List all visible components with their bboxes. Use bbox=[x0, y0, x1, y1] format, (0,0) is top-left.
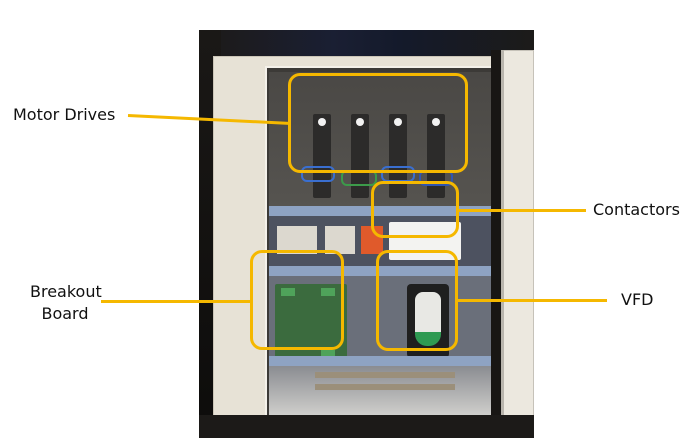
vfd-green-stripe bbox=[415, 332, 441, 346]
pcb-terminal bbox=[281, 288, 295, 296]
vfd-unit bbox=[407, 284, 449, 358]
vfd-callout-line bbox=[457, 299, 607, 302]
cabinet-photo bbox=[199, 30, 534, 438]
terminal-row bbox=[315, 372, 455, 378]
breakout-board-callout-line bbox=[101, 300, 251, 303]
breakout-board-highlight bbox=[250, 250, 344, 350]
line-filter bbox=[325, 226, 355, 254]
breakout-board-label: Breakout Board bbox=[30, 281, 102, 325]
motor-drive-4 bbox=[427, 114, 445, 198]
photo-floor bbox=[199, 415, 534, 438]
din-rail-2 bbox=[269, 266, 491, 276]
contactors-callout-line bbox=[458, 209, 586, 212]
vfd-highlight bbox=[376, 250, 458, 351]
cabinet-frame bbox=[213, 56, 503, 436]
pcb-terminal bbox=[321, 288, 335, 296]
din-rail-3 bbox=[269, 356, 491, 366]
motor-drive-2 bbox=[351, 114, 369, 198]
breakout-board-label-line1: Breakout bbox=[30, 282, 102, 301]
din-rail-1 bbox=[269, 206, 491, 216]
motor-drives-label: Motor Drives bbox=[13, 105, 116, 124]
contactors-highlight bbox=[371, 181, 459, 238]
contactors-label: Contactors bbox=[593, 200, 680, 219]
pcb-terminal bbox=[321, 350, 335, 358]
vfd-label: VFD bbox=[621, 290, 654, 309]
power-supply bbox=[277, 226, 317, 254]
motor-drives-highlight bbox=[288, 73, 468, 173]
cabinet-door bbox=[501, 50, 534, 438]
breakout-board-label-line2: Board bbox=[41, 304, 89, 323]
wire-bundle bbox=[301, 166, 335, 182]
motor-drive-3 bbox=[389, 114, 407, 198]
terminal-row bbox=[315, 384, 455, 390]
door-hinge-gap bbox=[491, 50, 501, 438]
motor-drive-1 bbox=[313, 114, 331, 198]
cabinet-interior bbox=[265, 66, 495, 426]
